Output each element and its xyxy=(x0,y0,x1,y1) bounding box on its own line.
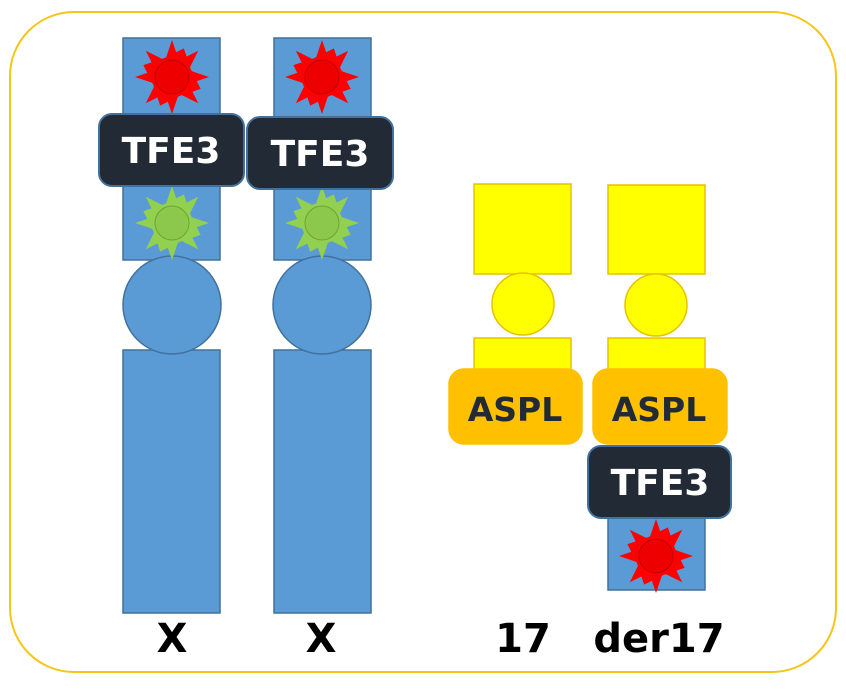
chromosome-x-2-centromere xyxy=(272,255,372,355)
aspl-gene-label-box xyxy=(592,368,728,445)
chromosome-x-2: TFE3 xyxy=(246,35,394,614)
aspl-gene-label-box xyxy=(448,368,583,445)
tfe3-gene-label-box xyxy=(246,116,394,190)
chromosome-17: ASPL xyxy=(448,183,583,445)
tfe3-fusion-label-box xyxy=(587,445,732,519)
der17-short-arm xyxy=(607,184,706,275)
aspl-gene-label: ASPL xyxy=(468,390,563,429)
chromosome-x-1: TFE3 xyxy=(98,35,245,614)
chromosome-der17: ASPL TFE3 xyxy=(587,184,732,598)
chromosome-x-1-long-arm xyxy=(122,349,221,614)
chromosome-17-short-arm xyxy=(473,183,572,275)
tfe3-gene-label: TFE3 xyxy=(122,131,221,172)
chromosome-label-der17: der17 xyxy=(593,616,724,662)
chromosome-17-centromere xyxy=(491,272,555,336)
chromosome-x-2-long-arm xyxy=(273,349,372,614)
chromosome-label-x-2: X xyxy=(306,616,337,662)
chromosome-x-1-centromere xyxy=(122,255,222,355)
tfe3-gene-label-box xyxy=(98,113,245,187)
chromosome-label-17: 17 xyxy=(495,616,551,662)
der17-centromere xyxy=(624,273,688,337)
aspl-gene-label: ASPL xyxy=(612,390,707,429)
tfe3-fusion-label: TFE3 xyxy=(611,463,710,504)
tfe3-gene-label: TFE3 xyxy=(271,134,370,175)
chromosome-label-x-1: X xyxy=(157,616,188,662)
